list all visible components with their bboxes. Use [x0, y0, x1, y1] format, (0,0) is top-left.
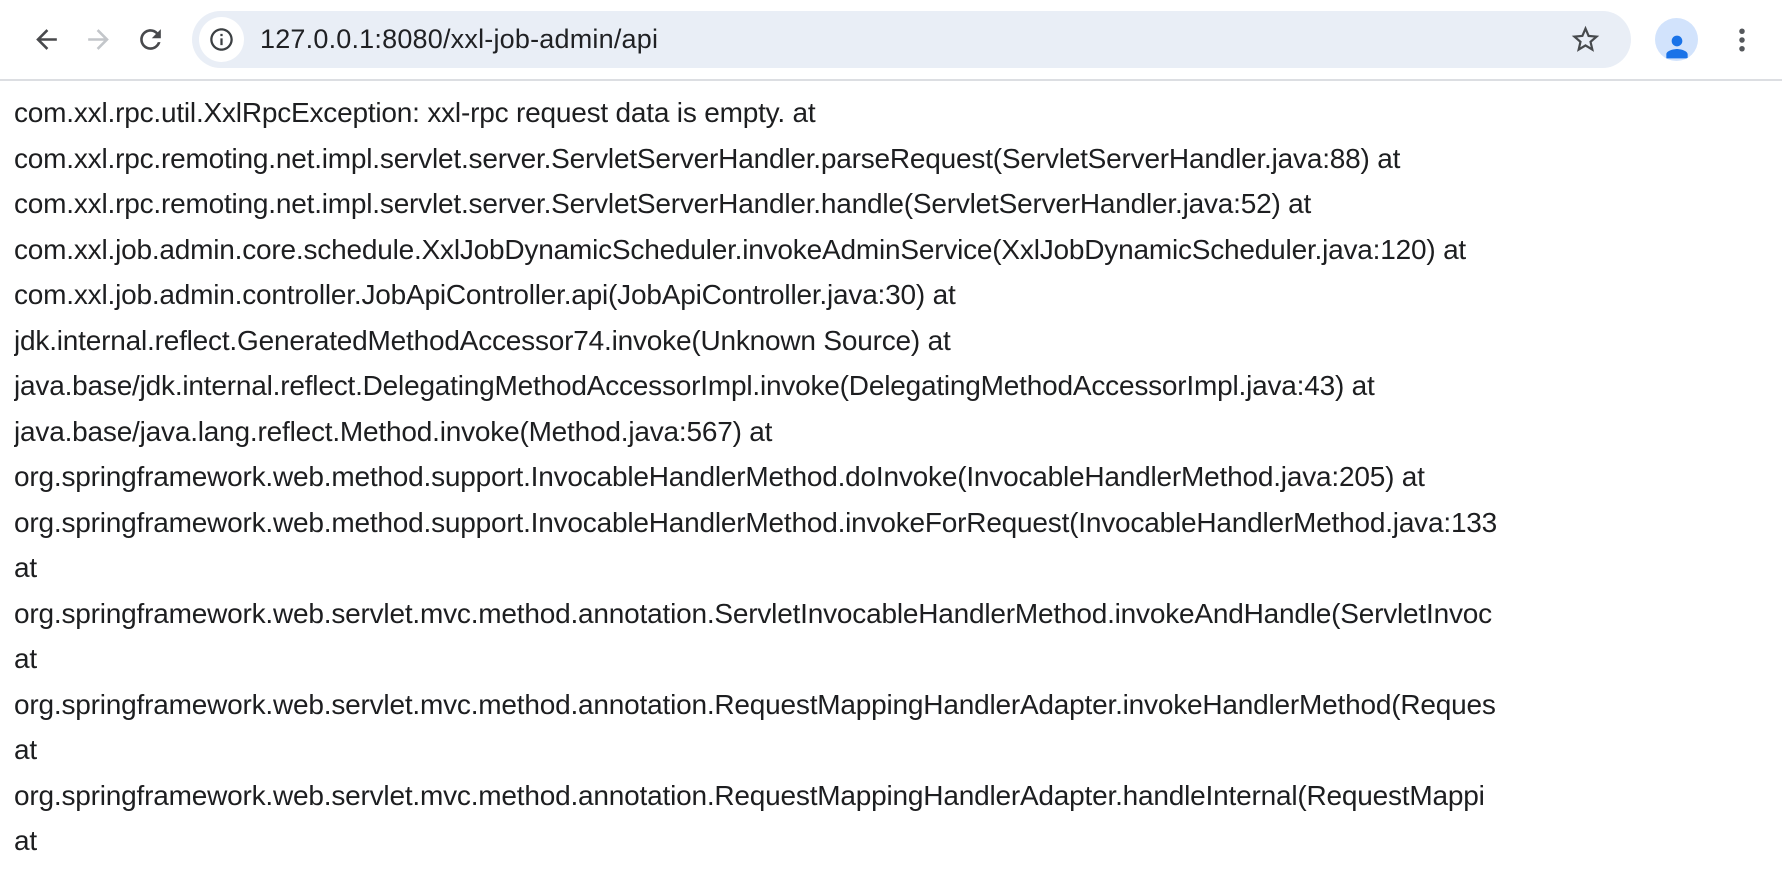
stack-trace-line: java.base/jdk.internal.reflect.Delegatin…	[14, 370, 1375, 401]
reload-button[interactable]	[124, 14, 176, 66]
reload-icon	[135, 24, 166, 55]
stack-trace-line: org.springframework.web.method.support.I…	[14, 506, 1498, 538]
stack-trace-line: com.xxl.job.admin.controller.JobApiContr…	[14, 279, 956, 310]
profile-button[interactable]	[1655, 18, 1698, 61]
back-arrow-icon	[31, 24, 62, 55]
stack-trace-line: com.xxl.rpc.remoting.net.impl.servlet.se…	[14, 188, 1312, 219]
stack-trace-line: org.springframework.web.method.support.I…	[14, 461, 1425, 492]
back-button[interactable]	[20, 14, 72, 66]
forward-button[interactable]	[72, 14, 124, 66]
stack-trace-line: com.xxl.rpc.util.XxlRpcException: xxl-rp…	[14, 97, 816, 128]
stack-trace-line: at	[14, 825, 37, 856]
stack-trace-line: at	[14, 643, 37, 674]
url-input[interactable]: 127.0.0.1:8080/xxl-job-admin/api	[260, 24, 659, 54]
stack-trace-line: org.springframework.web.servlet.mvc.meth…	[14, 779, 1485, 811]
stack-trace-line: org.springframework.web.servlet.mvc.meth…	[14, 597, 1492, 629]
address-bar[interactable]: 127.0.0.1:8080/xxl-job-admin/api	[192, 11, 1631, 68]
page-content: com.xxl.rpc.util.XxlRpcException: xxl-rp…	[0, 81, 1782, 864]
stack-trace-line: at	[14, 734, 37, 765]
stack-trace-line: at	[14, 552, 37, 583]
three-dot-menu-icon	[1727, 25, 1757, 55]
star-icon	[1569, 23, 1602, 56]
stack-trace-line: jdk.internal.reflect.GeneratedMethodAcce…	[14, 324, 951, 356]
site-info-button[interactable]	[199, 17, 244, 62]
person-icon	[1661, 29, 1693, 61]
stack-trace-line: com.xxl.rpc.remoting.net.impl.servlet.se…	[14, 142, 1401, 174]
browser-menu-button[interactable]	[1720, 14, 1764, 66]
stack-trace: com.xxl.rpc.util.XxlRpcException: xxl-rp…	[14, 90, 1782, 864]
bookmark-button[interactable]	[1563, 18, 1607, 62]
stack-trace-line: com.xxl.job.admin.core.schedule.XxlJobDy…	[14, 233, 1467, 265]
forward-arrow-icon	[83, 24, 114, 55]
info-icon	[208, 26, 235, 53]
browser-toolbar: 127.0.0.1:8080/xxl-job-admin/api	[0, 0, 1782, 81]
stack-trace-line: java.base/java.lang.reflect.Method.invok…	[14, 415, 773, 447]
stack-trace-line: org.springframework.web.servlet.mvc.meth…	[14, 688, 1496, 720]
